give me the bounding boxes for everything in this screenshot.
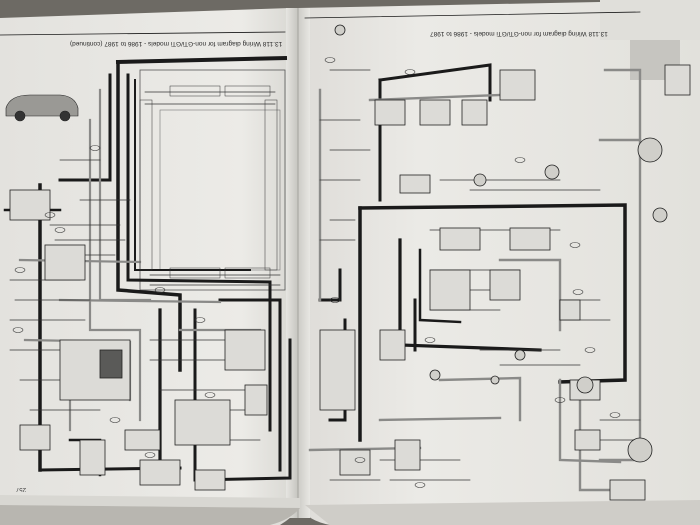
left-wiring-diagram <box>0 31 292 491</box>
left-page-caption: 13.118 Wiring diagram for non-GTi/GTi mo… <box>70 40 283 47</box>
page-number: 257 <box>16 486 27 492</box>
right-page-caption: 13.118 Wiring diagram for non-GTi/GTi mo… <box>430 30 608 37</box>
right-wiring-diagram <box>304 11 691 501</box>
car-silhouette <box>5 94 79 122</box>
